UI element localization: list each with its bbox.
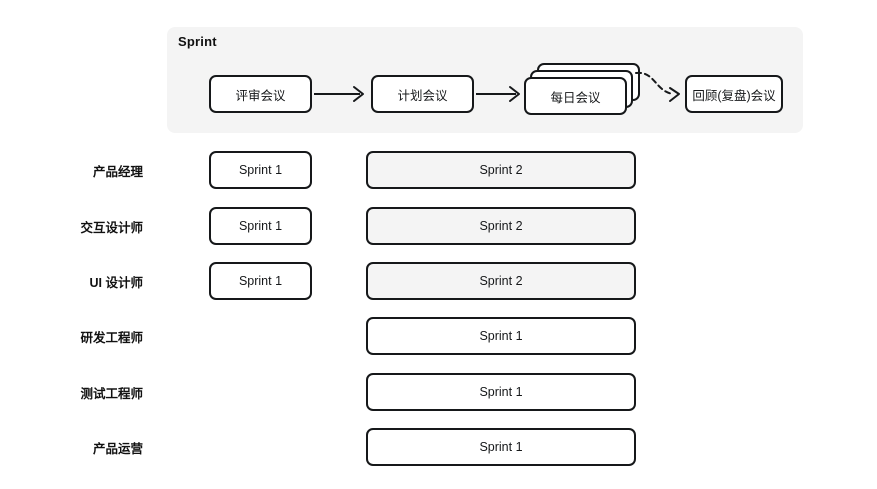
table-row: 产品经理 Sprint 1 Sprint 2 [0,151,877,189]
sprint-box-interaction-designer-2[interactable]: Sprint 2 [366,207,636,245]
row-label-product-manager: 产品经理 [92,164,143,179]
table-row: 交互设计师 Sprint 1 Sprint 2 [0,207,877,245]
row-label-qa-engineer: 测试工程师 [80,386,143,401]
sprint-flow-panel: Sprint 评审会议 计划会议 每日会议 回顾(复盘)会议 [167,27,803,133]
sprint-box-dev-engineer-1[interactable]: Sprint 1 [366,317,636,355]
arrow-review-to-planning [314,86,364,102]
table-row: 研发工程师 Sprint 1 [0,317,877,355]
sprint-panel-title: Sprint [178,34,217,49]
table-row: 产品运营 Sprint 1 [0,428,877,466]
sprint-box-product-manager-1[interactable]: Sprint 1 [209,151,312,189]
sprint-box-ui-designer-2[interactable]: Sprint 2 [366,262,636,300]
table-row: 测试工程师 Sprint 1 [0,373,877,411]
arrow-planning-to-daily [476,86,520,102]
row-label-ui-designer: UI 设计师 [89,275,143,290]
flow-step-daily-meeting-stack[interactable]: 每日会议 [524,63,640,115]
table-row: UI 设计师 Sprint 1 Sprint 2 [0,262,877,300]
row-label-interaction-designer: 交互设计师 [80,220,143,235]
row-label-dev-engineer: 研发工程师 [80,330,143,345]
sprint-box-product-manager-2[interactable]: Sprint 2 [366,151,636,189]
row-label-product-operations: 产品运营 [92,441,143,456]
sprint-box-qa-engineer-1[interactable]: Sprint 1 [366,373,636,411]
sprint-box-interaction-designer-1[interactable]: Sprint 1 [209,207,312,245]
flow-step-retrospective-meeting[interactable]: 回顾(复盘)会议 [685,75,783,113]
flow-step-daily-meeting[interactable]: 每日会议 [524,77,627,115]
sprint-box-product-operations-1[interactable]: Sprint 1 [366,428,636,466]
sprint-box-ui-designer-1[interactable]: Sprint 1 [209,262,312,300]
flow-step-review-meeting[interactable]: 评审会议 [209,75,312,113]
flow-step-planning-meeting[interactable]: 计划会议 [371,75,474,113]
